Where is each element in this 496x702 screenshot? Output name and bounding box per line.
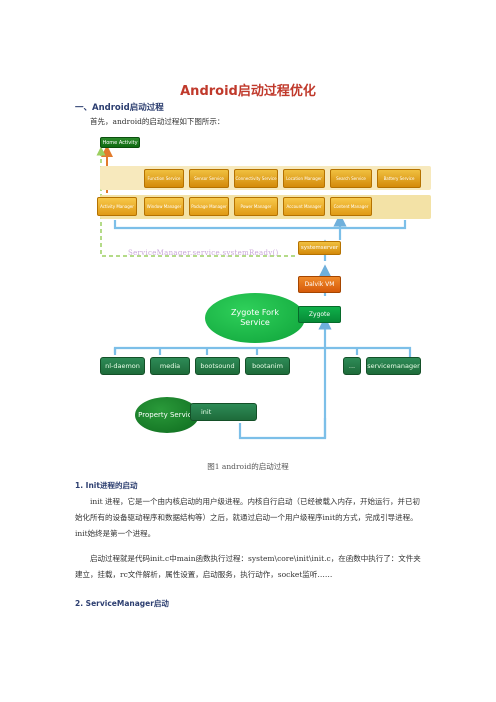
page-title: Android启动过程优化 (180, 84, 316, 99)
manager-box-activity: Activity Manager (97, 197, 137, 216)
intro-paragraph: 首先，android的启动过程如下图所示： (90, 117, 225, 126)
manager-box-content: Content Manager (330, 197, 372, 216)
init-paragraph-1: init 进程，它是一个由内核启动的用户级进程。内核自行启动（已经被载入内存，开… (75, 497, 421, 538)
section-heading: 一、Android启动过程 (75, 103, 164, 113)
service-box-connectivity: Connectivity Service (234, 169, 278, 188)
servicemanager-systemready-label: ServiceManager.service.systemReady() (128, 249, 279, 257)
service-box-function: Function Service (144, 169, 184, 188)
manager-box-power: Power Manager (234, 197, 278, 216)
manager-box-window: Window Manager (144, 197, 184, 216)
service-box-battery: Battery Service (377, 169, 421, 188)
home-activity-box: Home Activity (100, 137, 140, 148)
manager-box-account: Account Manager (283, 197, 325, 216)
service-box-location: Location Manager (283, 169, 325, 188)
init-paragraph-2: 启动过程就是代码init.c中main函数执行过程：system\core\in… (75, 554, 421, 579)
android-boot-diagram: Home Activity Function Service Sensor Se… (95, 133, 436, 449)
daemon-box-bootsound: bootsound (195, 357, 240, 375)
systemserver-box: systemserver (298, 241, 341, 255)
daemon-box-nl-daemon: nl-daemon (100, 357, 145, 375)
subheading-init: 1. Init进程的启动 (75, 481, 138, 490)
daemon-box-ellipsis: ... (343, 357, 361, 375)
manager-box-package: Package Manager (189, 197, 229, 216)
zygote-fork-service-ellipse: Zygote Fork Service (205, 293, 305, 343)
service-box-search: Search Service (330, 169, 372, 188)
subheading-servicemanager: 2. ServiceManager启动 (75, 599, 169, 608)
property-service-ellipse: Property Service (135, 397, 199, 433)
init-box: init (190, 403, 257, 421)
figure-caption: 图1 android的启动过程 (207, 462, 289, 471)
daemon-box-servicemanager: servicemanager (366, 357, 421, 375)
zygote-box: Zygote (298, 306, 341, 323)
dalvik-vm-box: Dalvik VM (298, 276, 341, 293)
daemon-box-media: media (150, 357, 190, 375)
service-box-sensor: Sensor Service (189, 169, 229, 188)
daemon-box-bootanim: bootanim (245, 357, 290, 375)
